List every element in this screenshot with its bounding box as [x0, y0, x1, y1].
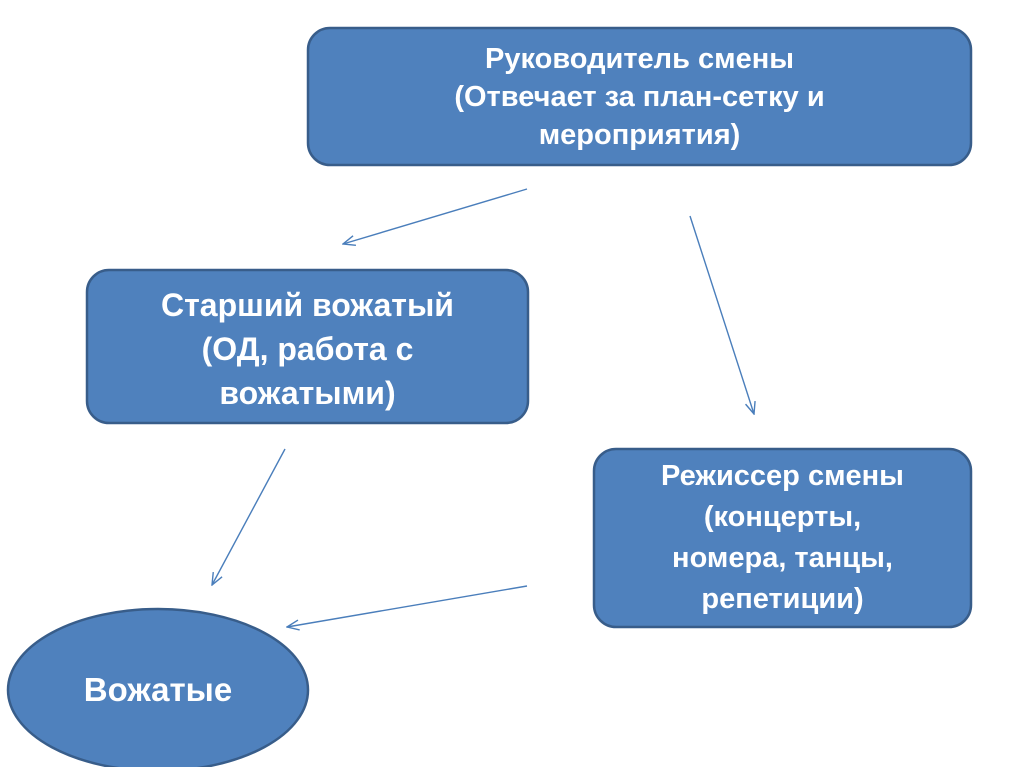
arrow-head-to-director [689, 215, 754, 414]
arrow-director-to-counselors [287, 585, 528, 627]
arrow-head-to-senior [343, 188, 528, 244]
head-line: мероприятия) [538, 118, 741, 151]
director-line: номера, танцы, [672, 542, 893, 574]
director-line: репетиции) [701, 583, 864, 615]
senior-line: (ОД, работа с [201, 330, 414, 367]
senior-line: вожатыми) [219, 374, 396, 411]
counselors-ellipse [6, 607, 310, 767]
head-label: Руководитель смены (Отвечает за план-сет… [308, 28, 971, 165]
head-line: Руководитель смены [485, 42, 794, 75]
senior-label: Старший вожатый (ОД, работа с вожатыми) [87, 272, 528, 425]
director-box [592, 447, 973, 629]
arrow-senior-to-counselors [212, 448, 286, 585]
director-line: (концерты, [703, 501, 862, 533]
director-label: Режиссер смены (концерты, номера, танцы,… [594, 449, 971, 627]
senior-line: Старший вожатый [161, 286, 454, 323]
senior-box [85, 268, 530, 425]
head-box [306, 26, 973, 167]
head-line: (Отвечает за план-сетку и [454, 80, 825, 113]
counselors-label: Вожатые [8, 609, 308, 767]
counselors-line: Вожатые [83, 671, 233, 708]
director-line: Режиссер смены [661, 460, 904, 492]
